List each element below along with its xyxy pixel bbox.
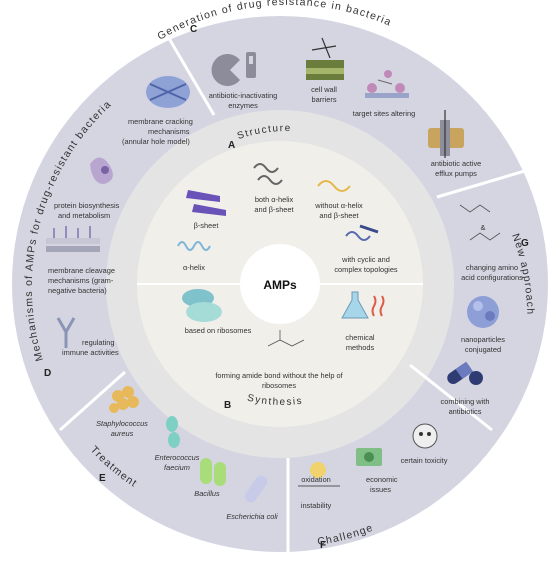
bacillus-icon — [200, 458, 226, 486]
antibody-icon — [56, 317, 76, 348]
amide-bond-structure-icon — [267, 330, 305, 347]
immune-label-1: regulating — [82, 338, 114, 347]
cleave-label-1: membrane cleavage — [48, 266, 115, 275]
staphylococcus-icon — [109, 386, 139, 413]
chemical-label-1: chemical — [345, 333, 375, 342]
without-label-1: without α-helix — [314, 201, 363, 210]
letter-c: C — [190, 24, 197, 35]
instability-label: instability — [301, 501, 332, 510]
nano-label-1: nanoparticles — [461, 335, 505, 344]
without-label-2: and β-sheet — [319, 211, 358, 220]
wall-label-2: barriers — [311, 95, 336, 104]
toxicity-skull-icon — [412, 423, 438, 449]
cell-wall-icon — [306, 37, 344, 80]
entero-label-1: Enterococcus — [155, 453, 200, 462]
amino-acid-structure-icon — [459, 204, 501, 241]
amide-label-2: ribosomes — [262, 381, 296, 390]
enzyme-label-2: enzymes — [228, 101, 258, 110]
efflux-pump-icon — [428, 110, 464, 158]
econ-label-2: issues — [370, 485, 391, 494]
ribosome-icon — [182, 289, 222, 322]
heat-waves-icon — [371, 295, 385, 317]
target-site-icon — [365, 70, 409, 98]
letter-f: F — [320, 540, 326, 551]
helix-sheet-icon — [253, 163, 283, 185]
e-coli-icon — [244, 475, 268, 503]
staph-label-1: Staphylococcus — [96, 419, 148, 428]
crack-label-3: (annular hole model) — [122, 137, 190, 146]
toxicity-label: certain toxicity — [401, 456, 448, 465]
enzyme-icon — [211, 52, 256, 86]
protein-label-1: protein biosynthesis — [54, 201, 120, 210]
efflux-label-2: efflux pumps — [435, 169, 477, 178]
letter-e: E — [99, 473, 106, 484]
bacillus-label: Bacillus — [194, 489, 220, 498]
cleave-label-3: negative bacteria) — [48, 286, 107, 295]
random-coil-icon — [317, 180, 351, 192]
immune-label-2: immune activities — [62, 348, 119, 357]
cleave-label-2: mechanisms (gram- — [48, 276, 114, 285]
amino-label-1: changing amino — [466, 263, 518, 272]
econ-label-1: economic — [366, 475, 398, 484]
crack-label-2: mechanisms — [148, 127, 190, 136]
combo-label-2: antibiotics — [449, 407, 482, 416]
amp-symbol: & — [481, 223, 486, 232]
both-label-1: both α-helix — [255, 195, 294, 204]
wall-label-1: cell wall — [311, 85, 337, 94]
both-label-2: and β-sheet — [254, 205, 293, 214]
letter-d: D — [44, 368, 51, 379]
staph-label-2: aureus — [111, 429, 134, 438]
ribosomes-label: based on ribosomes — [185, 326, 252, 335]
beta-sheet-icon — [186, 190, 226, 216]
enzyme-label-1: antibiotic-inactivating — [209, 91, 278, 100]
target-label: target sites altering — [353, 109, 415, 118]
letter-a: A — [228, 140, 235, 151]
alpha-helix-label: α-helix — [183, 263, 205, 272]
amino-label-2: acid configurations — [461, 273, 523, 282]
membrane-cleavage-icon — [46, 226, 100, 252]
cyclic-peptide-icon — [345, 224, 379, 241]
membrane-cracking-icon — [146, 76, 190, 108]
protein-biosynthesis-icon — [90, 157, 113, 184]
efflux-label-1: antibiotic active — [431, 159, 482, 168]
letter-b: B — [224, 400, 231, 411]
alpha-helix-icon — [177, 241, 211, 251]
ecoli-label: Escherichia coli — [226, 512, 278, 521]
center-circle — [240, 244, 320, 324]
enterococcus-icon — [166, 416, 180, 448]
oxidation-icon — [298, 462, 340, 487]
nanoparticle-icon — [467, 296, 499, 328]
beta-sheet-label: β-sheet — [194, 221, 219, 230]
chemical-label-2: methods — [346, 343, 375, 352]
money-icon — [356, 448, 382, 466]
flask-icon — [341, 291, 369, 319]
outer-dividers — [59, 22, 529, 552]
amide-label-1: forming amide bond without the help of — [215, 371, 343, 380]
letter-g: G — [521, 238, 529, 249]
nano-label-2: conjugated — [465, 345, 501, 354]
cyclic-label-2: complex topologies — [334, 265, 398, 274]
capsule-pill-icon — [447, 361, 483, 385]
protein-label-2: and metabolism — [58, 211, 110, 220]
oxidation-label: oxidation — [301, 475, 331, 484]
center-label: AMPs — [263, 278, 297, 292]
crack-label-1: membrane cracking — [128, 117, 193, 126]
cyclic-label-1: with cyclic and — [341, 255, 390, 264]
entero-label-2: faecium — [164, 463, 190, 472]
combo-label-1: combining with — [441, 397, 490, 406]
